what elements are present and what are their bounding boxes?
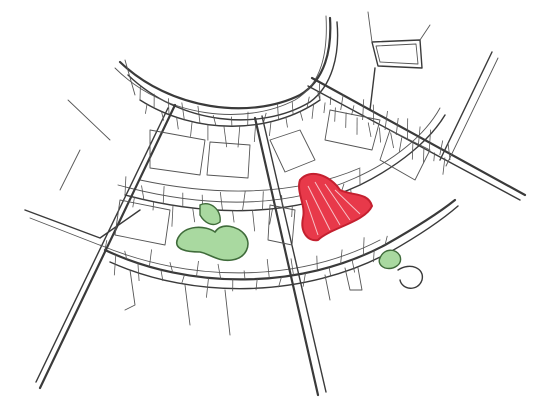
hatch-stroke: [213, 115, 216, 125]
inner-arc-street-2: [128, 22, 338, 120]
left-radial-road-2: [36, 108, 168, 382]
green-highlight-area-left: [177, 204, 248, 261]
hatch-stroke: [172, 205, 173, 226]
parcel-outlines: [60, 60, 430, 335]
top-right-block: [368, 12, 430, 110]
hatch-stroke: [352, 260, 355, 273]
hatch-stroke: [335, 108, 336, 122]
hatch-stroke: [244, 271, 245, 280]
hatch-stroke: [429, 130, 430, 150]
hatch-stroke: [267, 259, 269, 278]
hatch-stroke: [412, 143, 413, 160]
green-zone-right-loop: [398, 266, 422, 288]
hatch-stroke: [142, 185, 144, 199]
hatch-stroke: [300, 112, 303, 121]
hatch-stroke: [182, 275, 185, 284]
hatch-stroke: [391, 133, 394, 149]
inner-arc-street-3: [115, 16, 326, 114]
hatch-stroke: [363, 237, 364, 255]
hatch-stroke: [312, 104, 314, 119]
hatch-stroke: [379, 128, 380, 143]
hatch-stroke: [177, 117, 179, 129]
hatch-stroke: [303, 273, 305, 287]
hatch-stroke: [317, 256, 318, 271]
center-radial-road-2: [262, 116, 326, 392]
hatch-stroke: [145, 104, 147, 114]
hatch-stroke: [224, 126, 227, 147]
hatch-stroke: [191, 122, 193, 137]
hatch-stroke: [218, 264, 221, 279]
hatch-stroke: [396, 118, 398, 135]
hatch-stroke: [168, 98, 169, 114]
hatch-stroke: [368, 123, 371, 137]
hatch-stroke: [233, 211, 235, 223]
hatch-stroke: [329, 267, 331, 275]
hatch-stroke: [254, 125, 255, 142]
hatch-stroke: [286, 117, 288, 127]
center-radial-road: [255, 118, 318, 395]
hatch-stroke: [193, 208, 195, 222]
hatch-stroke: [292, 206, 293, 217]
hatch-stroke: [448, 143, 450, 161]
green-zone-left-cap: [200, 204, 220, 225]
hatch-stroke: [291, 258, 294, 275]
hatch-stroke: [243, 191, 246, 211]
hatch-stroke: [443, 158, 445, 175]
hatch-stroke: [324, 103, 325, 114]
hatch-stroke: [182, 103, 185, 120]
hatch-stroke: [399, 138, 402, 152]
left-radial-road: [40, 105, 175, 388]
hatch-stroke: [269, 122, 271, 136]
hatch-stroke: [278, 104, 279, 120]
hatch-stroke: [292, 102, 293, 115]
hatch-stroke: [138, 263, 139, 281]
hatch-stroke: [163, 186, 164, 204]
hatch-stroke: [220, 192, 222, 210]
right-diagonal-road: [312, 78, 525, 195]
green-highlight-area-right: [379, 250, 422, 288]
hatch-stroke: [282, 195, 283, 208]
hatch-stroke: [153, 202, 154, 211]
hatch-stroke: [197, 261, 199, 277]
hatch-stroke: [125, 176, 126, 195]
hatch-stroke: [149, 249, 151, 266]
hatch-stroke: [373, 105, 374, 125]
far-right-road-2: [446, 58, 498, 166]
green-zone-left-fill: [177, 226, 248, 260]
hatch-stroke: [253, 210, 255, 231]
hatch-stroke: [341, 94, 344, 110]
green-zone-right-fill: [379, 250, 400, 268]
arc-streets: [100, 16, 458, 289]
left-outer-road-2: [30, 218, 102, 246]
hatch-stroke: [263, 191, 264, 209]
